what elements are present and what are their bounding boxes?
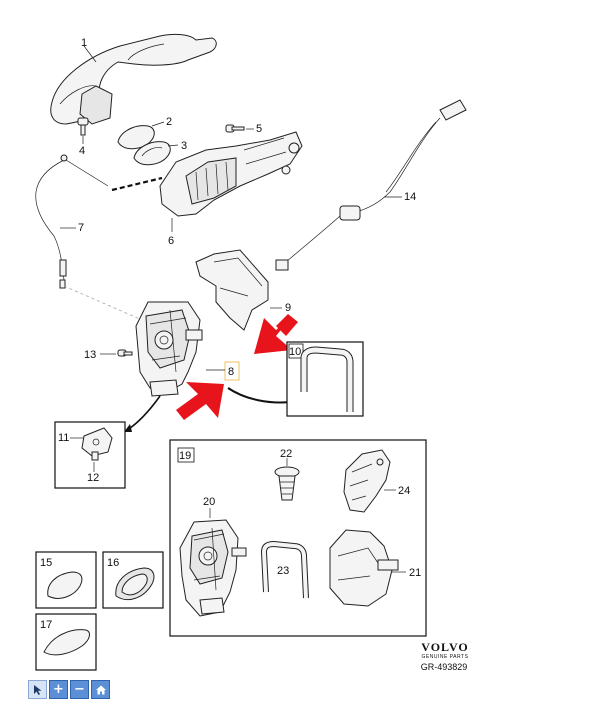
home-icon bbox=[95, 685, 106, 694]
part-17-cover bbox=[43, 629, 90, 656]
part-11-striker bbox=[81, 427, 113, 457]
part-22-plug bbox=[274, 466, 300, 501]
part-9-bracket bbox=[195, 249, 269, 331]
diagram-toolbar: + − bbox=[28, 680, 110, 700]
part-5-screw bbox=[225, 124, 245, 133]
callout-22: 22 bbox=[280, 448, 292, 460]
part-7-cable bbox=[35, 154, 109, 289]
pointer-button[interactable] bbox=[28, 680, 47, 699]
callout-23: 23 bbox=[277, 565, 289, 577]
part-21-housing bbox=[329, 529, 399, 607]
part-23-rod bbox=[260, 540, 309, 599]
callout-20: 20 bbox=[203, 496, 215, 508]
callout-13: 13 bbox=[84, 349, 96, 361]
brand-tagline: GENUINE PARTS bbox=[421, 654, 469, 660]
part-1-door-handle bbox=[50, 33, 217, 125]
part-10-rod bbox=[300, 346, 354, 412]
red-arrow-icon bbox=[254, 314, 298, 354]
callout-5: 5 bbox=[256, 123, 262, 135]
part-20-lock-assembly bbox=[179, 519, 247, 617]
brand-logo: VOLVO GENUINE PARTS bbox=[410, 640, 480, 661]
zoom-in-icon: + bbox=[53, 682, 64, 697]
callout-3: 3 bbox=[181, 140, 187, 152]
brand-name: VOLVO bbox=[421, 640, 469, 654]
callout-8: 8 bbox=[228, 366, 234, 378]
part-3-gasket bbox=[133, 141, 171, 166]
pointer-icon bbox=[33, 684, 41, 695]
callout-9: 9 bbox=[285, 302, 291, 314]
callout-19: 19 bbox=[179, 450, 191, 462]
red-arrow-icon bbox=[176, 382, 224, 420]
part-24-actuator bbox=[343, 449, 391, 513]
callout-11: 11 bbox=[58, 432, 69, 444]
callout-2: 2 bbox=[166, 116, 172, 128]
callout-6: 6 bbox=[168, 235, 174, 247]
part-2-gasket bbox=[117, 125, 155, 150]
callout-15: 15 bbox=[40, 557, 52, 569]
callout-24: 24 bbox=[398, 485, 410, 497]
zoom-out-icon: − bbox=[74, 682, 85, 697]
part-16-gasket bbox=[115, 567, 155, 600]
zoom-out-button[interactable]: − bbox=[70, 680, 89, 699]
part-13-screw bbox=[117, 349, 133, 357]
diagram-code: GR-493829 bbox=[420, 662, 468, 672]
callout-1: 1 bbox=[81, 37, 87, 49]
part-4-screw bbox=[77, 117, 89, 136]
part-6-handle-carrier bbox=[159, 131, 303, 217]
callout-10: 10 bbox=[289, 346, 301, 358]
callout-14: 14 bbox=[404, 191, 416, 203]
callout-12: 12 bbox=[87, 472, 99, 484]
callout-8-highlight-box bbox=[224, 361, 240, 381]
part-15-frame bbox=[35, 551, 97, 609]
home-button[interactable] bbox=[91, 680, 110, 699]
callout-21: 21 bbox=[409, 567, 421, 579]
callout-4: 4 bbox=[79, 145, 85, 157]
part-15-cover bbox=[47, 571, 83, 599]
part-12-screw bbox=[91, 451, 99, 461]
part-14-lock-cable bbox=[275, 99, 467, 271]
callout-7: 7 bbox=[78, 222, 84, 234]
part-13-lock-body bbox=[135, 301, 203, 397]
callout-17: 17 bbox=[40, 619, 52, 631]
zoom-in-button[interactable]: + bbox=[49, 680, 68, 699]
callout-16: 16 bbox=[107, 557, 119, 569]
